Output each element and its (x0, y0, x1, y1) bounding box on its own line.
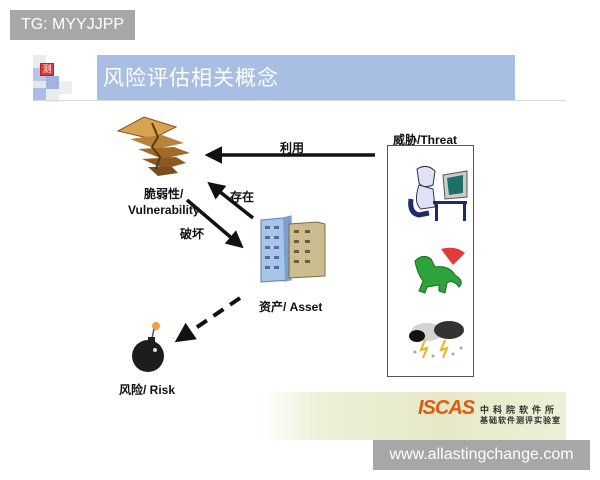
watermark-top-left: TG: MYYJJPP (10, 10, 135, 40)
asset-label: 资产/ Asset (259, 300, 323, 314)
vulnerability-label-cn: 脆弱性/ (144, 187, 184, 201)
threat-label: 威胁/Threat (393, 133, 458, 147)
dragon-icon (414, 247, 465, 294)
edge-label-exists: 存在 (230, 190, 255, 204)
title-bar (97, 55, 515, 101)
buildings-icon (260, 215, 326, 283)
slide-title: 风险评估相关概念 (103, 66, 279, 90)
title-divider (33, 100, 566, 101)
cracked-wall-icon (116, 116, 190, 176)
bomb-icon (132, 322, 164, 372)
arrow-exists (207, 181, 255, 220)
iscas-logo: ISCAS (418, 397, 475, 419)
risk-label: 风险/ Risk (119, 383, 176, 397)
storm-cloud-icon (409, 321, 464, 359)
vulnerability-label-en: Vulnerability (128, 203, 200, 217)
watermark-url: www.allastingchange.com (373, 440, 590, 470)
logo-icon: 测 (40, 63, 54, 76)
arrow-damage (185, 198, 244, 249)
org-name-line1: 中科院软件所 (480, 406, 559, 416)
footer-landscape (260, 392, 566, 440)
org-name-line2: 基础软件测评实验室 (480, 416, 561, 425)
edge-label-damage: 破坏 (180, 227, 205, 241)
arrow-risk (174, 296, 242, 343)
hacker-at-computer-icon (408, 165, 468, 221)
edge-label-exploit: 利用 (280, 141, 305, 155)
